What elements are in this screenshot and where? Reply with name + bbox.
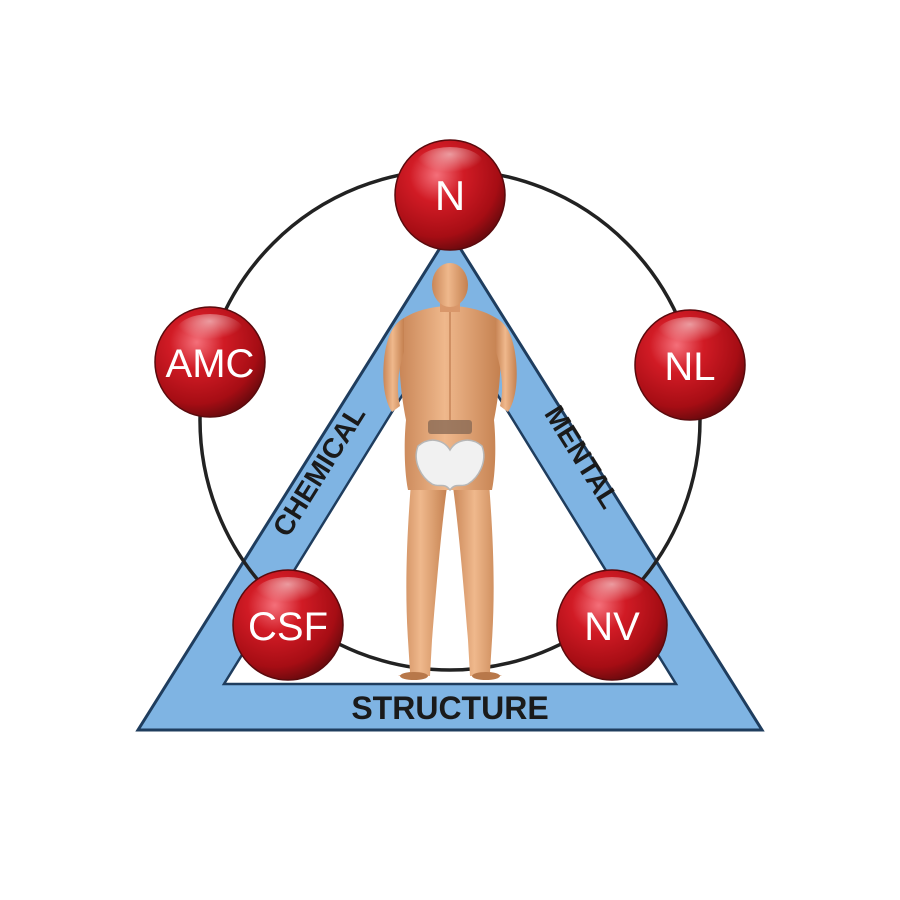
node-n: N (394, 139, 506, 251)
node-n-label: N (435, 172, 465, 219)
node-csf-label: CSF (248, 605, 328, 649)
structure-label: STRUCTURE (351, 690, 548, 726)
node-csf: CSF (232, 569, 344, 681)
node-nl: NL (634, 309, 746, 421)
triangle-inner (221, 315, 679, 686)
node-nl-label: NL (664, 345, 715, 389)
node-amc-label: AMC (166, 342, 255, 386)
node-amc: AMC (154, 306, 266, 418)
human-figure (383, 263, 517, 680)
node-nv: NV (556, 569, 668, 681)
node-nv-label: NV (584, 605, 640, 649)
